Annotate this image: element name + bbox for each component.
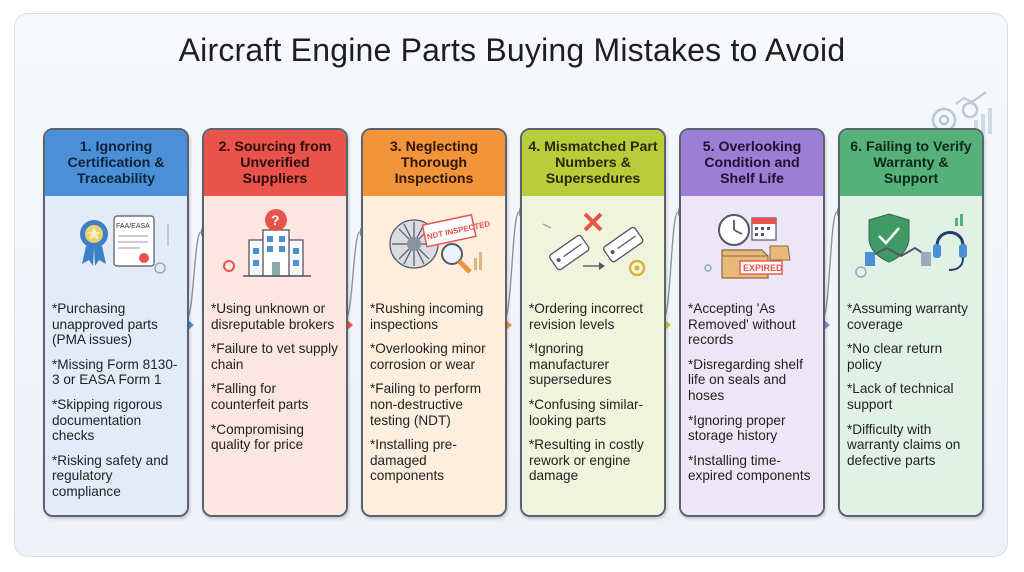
shield-handshake-headset-icon [840,196,982,296]
list-item: *Compromising quality for price [211,421,304,453]
list-item: *Confusing similar-looking parts [529,396,644,428]
step-heading: 1. Ignoring Certification & Traceability [45,130,187,196]
step-items: *Rushing incoming inspections *Overlooki… [363,296,505,515]
list-item: *Using unknown or disreputable brokers [211,301,335,332]
list-item: *Overlooking minor corrosion or wear [370,341,486,372]
step-items: *Assuming warranty coverage *No clear re… [840,296,982,515]
mismatched-tags-icon [522,196,664,296]
list-item: *Ordering incorrect revision levels [529,301,644,332]
step-items: *Ordering incorrect revision levels *Ign… [522,296,664,515]
step-heading: 4. Mismatched Part Numbers & Supersedure… [522,130,664,196]
step-card-warranty: 6. Failing to Verify Warranty & Support … [838,128,984,517]
list-item: *No clear return policy [847,341,943,372]
list-item: *Assuming warranty coverage [847,301,968,332]
step-card-shelf-life: 5. Overlooking Condition and Shelf Life … [679,128,825,517]
step-heading: 2. Sourcing from Unverified Suppliers [204,130,346,196]
expired-box-clock-icon: EXPIRED [681,196,823,296]
step-card-inspections: 3. Neglecting Thorough Inspections NDT I… [361,128,507,517]
list-item: *Difficulty with warranty claims on defe… [847,421,961,468]
step-card-part-numbers: 4. Mismatched Part Numbers & Supersedure… [520,128,666,517]
turbine-magnifier-icon: NDT INSPECTED [363,196,505,296]
list-item: *Accepting 'As Removed' without records [688,301,796,348]
list-item: *Installing pre-damaged components [370,437,457,484]
list-item: *Falling for counterfeit parts [211,381,309,412]
building-question-icon: ? [204,196,346,296]
svg-text:FAA/EASA: FAA/EASA [116,223,150,230]
step-heading: 6. Failing to Verify Warranty & Support [840,130,982,196]
list-item: *Purchasing unapproved parts (PMA issues… [52,301,158,348]
step-heading: 5. Overlooking Condition and Shelf Life [681,130,823,196]
list-item: *Ignoring manufacturer supersedures [529,341,612,388]
list-item: *Resulting in costly rework or engine da… [529,437,644,484]
list-item: *Failing to perform non-destructive test… [370,381,482,428]
step-card-certification: 1. Ignoring Certification & Traceability… [43,128,189,517]
certificate-badge-icon: FAA/EASA [45,196,187,296]
list-item: *Ignoring proper storage history [688,412,786,444]
step-card-suppliers: 2. Sourcing from Unverified Suppliers ? … [202,128,348,517]
list-item: *Disregarding shelf life on seals and ho… [688,356,803,403]
list-item: *Failure to vet supply chain [211,341,338,372]
step-items: *Accepting 'As Removed' without records … [681,296,823,515]
step-items: *Purchasing unapproved parts (PMA issues… [45,296,187,515]
page-title: Aircraft Engine Parts Buying Mistakes to… [178,32,846,68]
list-item: *Installing time-expired components [688,452,811,484]
list-item: *Rushing incoming inspections [370,301,484,332]
svg-text:EXPIRED: EXPIRED [743,263,783,273]
list-item: *Skipping rigorous documentation checks [52,396,163,444]
step-items: *Using unknown or disreputable brokers *… [204,296,346,515]
list-item: *Lack of technical support [847,381,954,412]
list-item: *Missing Form 8130-3 or EASA Form 1 [52,356,178,388]
svg-text:?: ? [271,212,280,228]
list-item: *Risking safety and regulatory complianc… [52,452,169,499]
step-heading: 3. Neglecting Thorough Inspections [363,130,505,196]
